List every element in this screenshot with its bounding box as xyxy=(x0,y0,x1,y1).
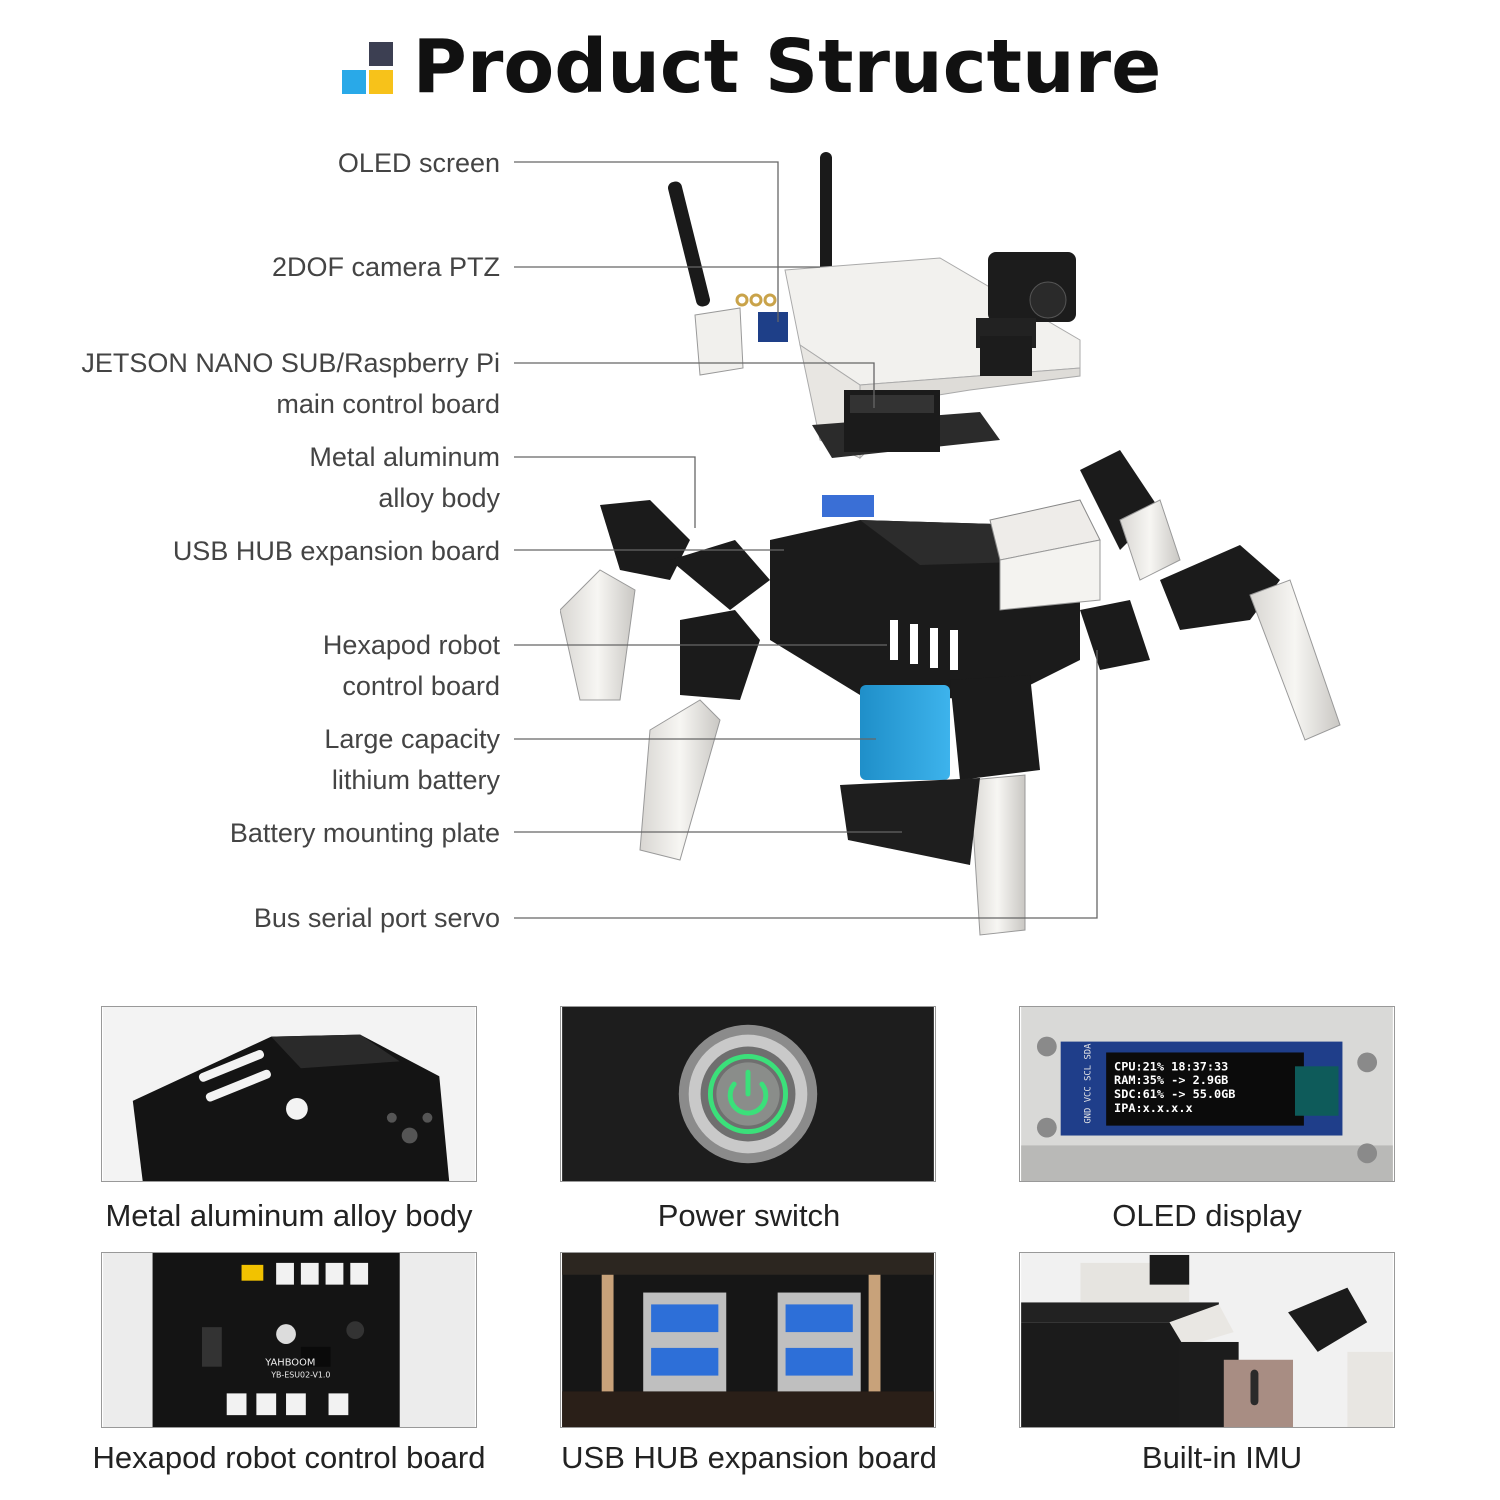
control-board-bracket xyxy=(999,539,1101,611)
usb-hub xyxy=(822,495,874,517)
caption-oled-display: OLED display xyxy=(1112,1198,1302,1233)
label-camera-ptz: 2DOF camera PTZ xyxy=(271,252,500,282)
oled-line-3: SDC:61% -> 55.0GB xyxy=(1114,1087,1235,1101)
feature-image-power-switch xyxy=(560,1006,936,1182)
caption-power-switch: Power switch xyxy=(657,1198,841,1233)
caption-imu: Built-in IMU xyxy=(1141,1440,1303,1475)
caption-control-board: Hexapod robot control board xyxy=(92,1440,486,1475)
antenna-right xyxy=(820,152,832,280)
oled-line-4: IPA:x.x.x.x xyxy=(1114,1101,1193,1115)
logo-squares-icon xyxy=(339,39,397,95)
oled-module xyxy=(758,312,788,342)
oled-line-1: CPU:21% 18:37:33 xyxy=(1114,1059,1228,1073)
oled-bracket xyxy=(694,307,744,376)
caption-usb-hub: USB HUB expansion board xyxy=(561,1440,937,1475)
leg-front xyxy=(969,774,1026,936)
leg-left-back xyxy=(560,569,636,701)
power-icon xyxy=(727,1081,769,1116)
camera-housing xyxy=(988,252,1076,322)
feature-image-control-board: YAHBOOM YB-ESU02-V1.0 xyxy=(101,1252,477,1428)
battery-plate xyxy=(840,778,980,865)
oled-pins-label: GND VCC SCL SDA xyxy=(1083,1043,1093,1124)
leg-right-back xyxy=(1249,579,1341,741)
board-brand: YAHBOOM xyxy=(264,1358,315,1369)
feature-image-metal-body xyxy=(101,1006,477,1182)
label-main-control-board: JETSON NANO SUB/Raspberry Pi main contro… xyxy=(81,348,500,419)
camera-lens xyxy=(1029,281,1067,319)
header: Product Structure xyxy=(0,22,1500,112)
page-title: Product Structure xyxy=(412,24,1162,110)
caption-metal-body: Metal aluminum alloy body xyxy=(105,1198,473,1233)
battery xyxy=(860,685,950,780)
label-lithium-battery: Large capacity lithium battery xyxy=(324,724,500,795)
antenna-left xyxy=(667,181,711,307)
label-metal-body: Metal aluminum alloy body xyxy=(309,442,500,513)
label-robot-control-board: Hexapod robot control board xyxy=(322,630,500,701)
label-usb-hub: USB HUB expansion board xyxy=(172,536,500,566)
board-model: YB-ESU02-V1.0 xyxy=(270,1371,330,1380)
leg-left-front xyxy=(639,699,721,861)
label-bus-servo: Bus serial port servo xyxy=(253,903,500,933)
feature-image-imu xyxy=(1019,1252,1395,1428)
feature-image-oled-display: GND VCC SCL SDA CPU:21% 18:37:33 RAM:35%… xyxy=(1019,1006,1395,1182)
oled-line-2: RAM:35% -> 2.9GB xyxy=(1114,1073,1228,1087)
feature-image-usb-hub xyxy=(560,1252,936,1428)
label-battery-plate: Battery mounting plate xyxy=(229,818,500,848)
robot-illustration xyxy=(560,152,1341,936)
label-oled-screen: OLED screen xyxy=(337,148,500,178)
